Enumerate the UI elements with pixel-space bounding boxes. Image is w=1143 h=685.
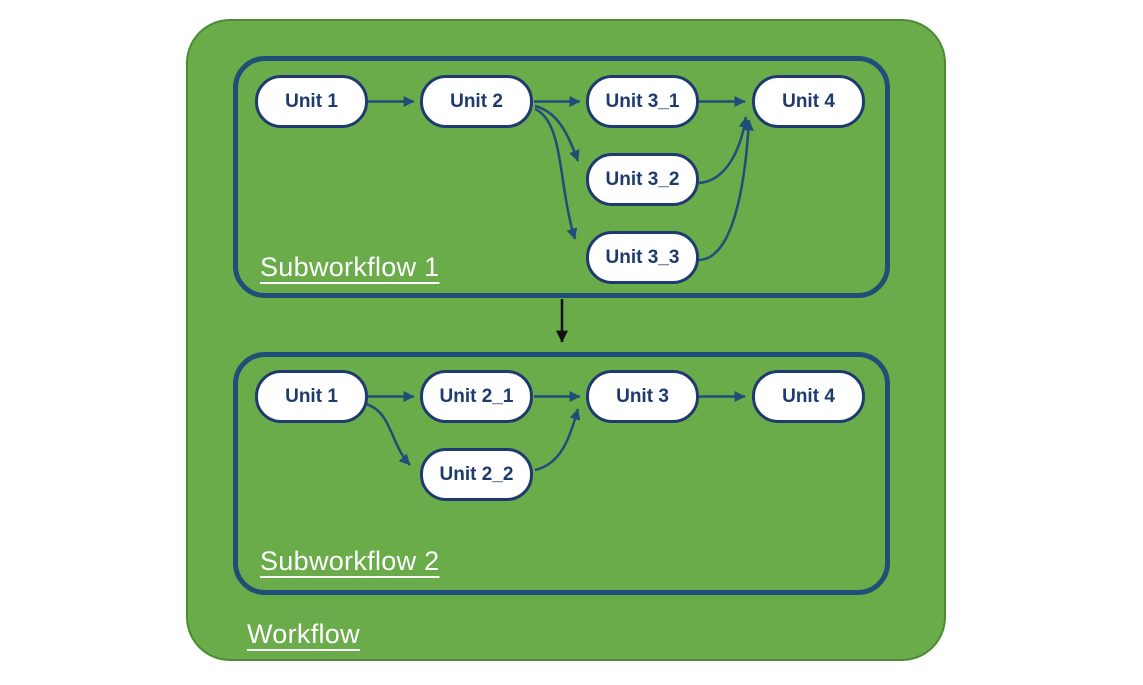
- subworkflow-2-label: Subworkflow 2: [260, 546, 440, 576]
- node-sw1-unit-2: Unit 2: [420, 75, 533, 128]
- node-sw2-unit-2-2: Unit 2_2: [420, 448, 533, 501]
- workflow-label: Workflow: [247, 619, 360, 649]
- node-sw1-unit-4: Unit 4: [752, 75, 865, 128]
- subworkflow-2-container: [233, 352, 890, 595]
- node-sw1-unit-3-2: Unit 3_2: [586, 153, 699, 206]
- subworkflow-1-container: [233, 56, 890, 298]
- node-sw1-unit-3-3: Unit 3_3: [586, 231, 699, 284]
- node-sw1-unit-3-1: Unit 3_1: [586, 75, 699, 128]
- node-sw1-unit-1: Unit 1: [255, 75, 368, 128]
- node-sw2-unit-4: Unit 4: [752, 370, 865, 423]
- subworkflow-1-label: Subworkflow 1: [260, 252, 440, 282]
- node-sw2-unit-3: Unit 3: [586, 370, 699, 423]
- node-sw2-unit-1: Unit 1: [255, 370, 368, 423]
- node-sw2-unit-2-1: Unit 2_1: [420, 370, 533, 423]
